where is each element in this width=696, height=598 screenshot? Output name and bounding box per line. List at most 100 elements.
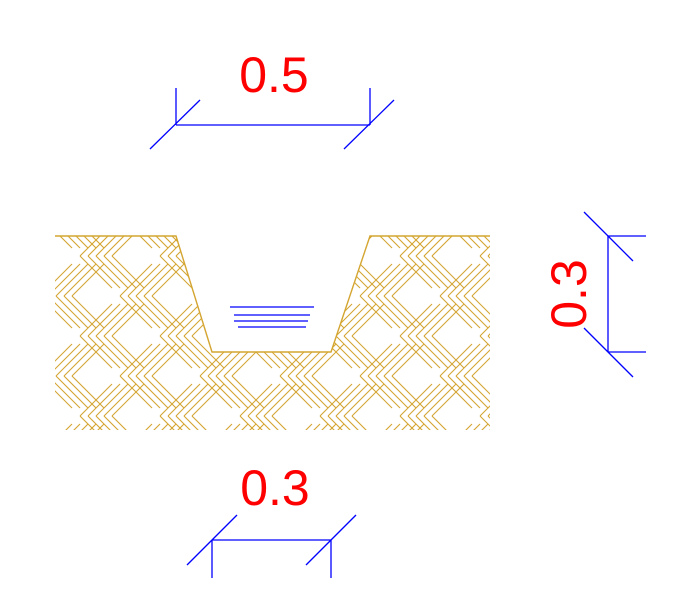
soil-hatch-line <box>407 383 441 417</box>
soil-hatch-line <box>327 383 361 417</box>
soil-hatch-line <box>471 236 490 249</box>
soil-hatch-line <box>79 415 113 430</box>
soil-hatch-line <box>311 343 345 377</box>
soil-hatch-line <box>512 416 544 448</box>
soil-hatch-line <box>207 295 241 329</box>
soil-hatch-line <box>119 343 153 377</box>
soil-hatch-line <box>455 263 489 297</box>
soil-hatch-line <box>63 263 97 297</box>
soil-hatch-line <box>447 295 481 329</box>
soil-hatch-line <box>87 415 121 430</box>
soil-hatch-line <box>279 236 313 249</box>
soil-hatch-line <box>223 263 257 297</box>
soil-hatch-line <box>95 335 129 369</box>
soil-hatch-line <box>359 295 393 329</box>
soil-hatch-line <box>111 415 145 430</box>
soil-hatch-line <box>303 375 337 409</box>
soil-hatch-line <box>343 255 377 289</box>
soil-hatch-line <box>471 263 490 297</box>
soil-hatch-line <box>487 335 490 369</box>
soil-hatch-line <box>504 256 536 288</box>
soil-hatch-line <box>247 236 281 257</box>
soil-hatch-line <box>223 375 257 409</box>
soil-hatch-line <box>207 263 241 297</box>
soil-hatch-line <box>439 423 473 430</box>
tick-mark <box>343 99 395 150</box>
soil-hatch-line <box>359 236 393 249</box>
soil-hatch-line <box>383 295 417 329</box>
soil-hatch-line <box>471 423 490 430</box>
soil-hatch-line <box>415 236 449 257</box>
soil-hatch-line <box>103 255 137 289</box>
soil-hatch-line <box>55 263 81 297</box>
soil-hatch-line <box>159 383 193 417</box>
soil-hatch-line <box>359 263 393 297</box>
soil-hatch-line <box>151 236 185 249</box>
soil-hatch-line <box>151 295 185 329</box>
soil-hatch-line <box>271 303 305 337</box>
soil-hatch-line <box>367 236 401 249</box>
tick-mark <box>305 514 357 566</box>
soil-hatch-line <box>295 263 329 297</box>
soil-hatch-line <box>399 255 433 289</box>
soil-hatch-line <box>463 263 490 297</box>
soil-hatch-line <box>439 295 473 329</box>
soil-hatch-line <box>335 415 369 430</box>
soil-hatch-line <box>55 423 81 430</box>
soil-hatch-line <box>127 343 161 377</box>
soil-hatch-line <box>231 375 265 409</box>
soil-hatch-line <box>367 375 401 409</box>
bottom-width-label: 0.3 <box>240 460 310 516</box>
soil-hatch-line <box>439 236 473 249</box>
soil-hatch-line <box>399 383 433 417</box>
soil-hatch-line <box>159 335 193 369</box>
depth-dimension: 0.3 <box>541 211 646 378</box>
soil-hatch-line <box>103 415 137 430</box>
soil-hatch-line <box>71 236 105 249</box>
soil-hatch-line <box>55 263 73 297</box>
soil-hatch-line <box>496 224 528 256</box>
soil-hatch-line <box>375 236 409 249</box>
soil-hatch-line <box>215 263 249 297</box>
soil-hatch-line <box>63 236 97 249</box>
soil-hatch-line <box>159 415 193 430</box>
soil-hatch-line <box>183 383 217 417</box>
soil-hatch-line <box>431 335 465 369</box>
soil-hatch-line <box>175 383 209 417</box>
soil-hatch-line <box>167 335 201 369</box>
soil-hatch-line <box>143 343 177 377</box>
soil-hatch-line <box>111 236 145 257</box>
soil-hatch-line <box>415 335 449 369</box>
soil-hatch-line <box>71 343 105 377</box>
soil-hatch-line <box>447 343 481 377</box>
soil-hatch-line <box>463 375 490 409</box>
soil-hatch-line <box>463 423 490 430</box>
soil-hatch-line <box>311 423 345 430</box>
soil-hatch-line <box>447 423 481 430</box>
soil-hatch-line <box>487 255 490 289</box>
soil-hatch-line <box>63 295 97 329</box>
soil-hatch-line <box>343 236 377 257</box>
soil-hatch-line <box>79 383 113 417</box>
soil-hatch-line <box>487 415 490 430</box>
soil-hatch-line <box>359 423 393 430</box>
top-width-dimension: 0.5 <box>149 47 395 150</box>
soil-hatch-line <box>303 343 337 377</box>
soil-hatch-line <box>239 236 273 257</box>
soil-hatch-line <box>479 255 490 289</box>
soil-hatch-line <box>191 303 225 337</box>
soil-hatch-line <box>504 224 536 256</box>
soil-hatch-line <box>255 303 289 337</box>
soil-hatch-line <box>87 335 121 369</box>
soil-hatch-line <box>135 343 169 377</box>
soil-hatch-line <box>215 236 249 249</box>
soil-hatch-line <box>439 343 473 377</box>
soil-hatch-line <box>479 415 490 430</box>
soil-hatch-line <box>119 263 153 297</box>
soil-hatch-line <box>87 236 121 257</box>
soil-hatch-line <box>479 236 490 257</box>
soil-hatch-line <box>151 423 185 430</box>
soil-hatch-line <box>239 383 273 417</box>
soil-hatch-line <box>263 255 297 289</box>
soil-hatch-line <box>447 263 481 297</box>
